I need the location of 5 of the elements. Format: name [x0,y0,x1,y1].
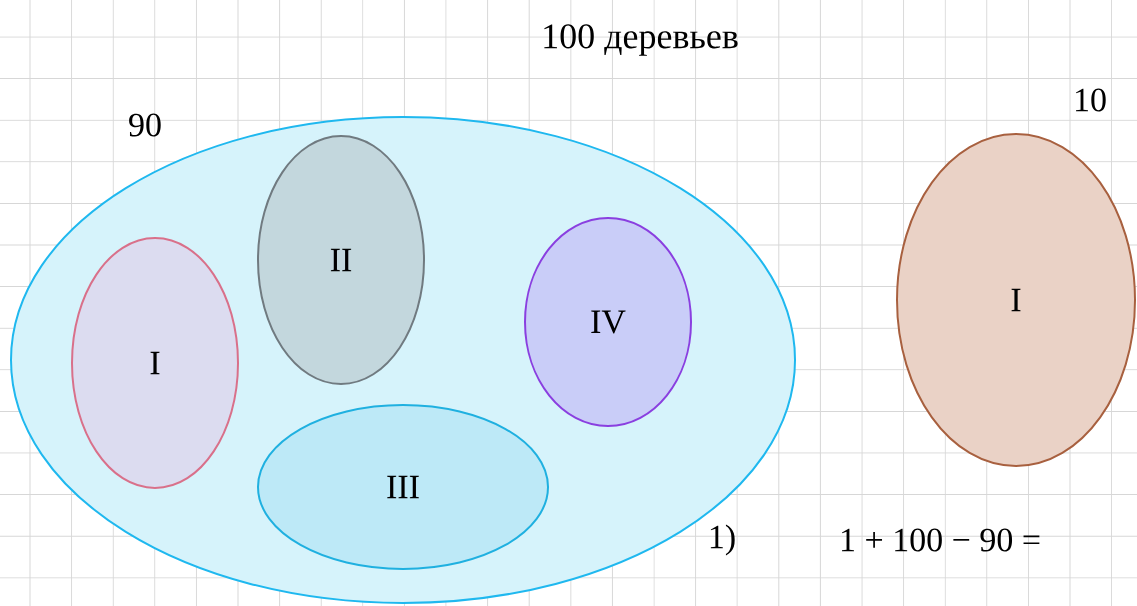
equation-text: 1) [710,524,735,556]
count-label: 90 [129,113,161,137]
equation-text: 1 + 100 − 90 = [842,528,1040,552]
count-label: 10 [1076,88,1106,112]
title: 100 деревьев [544,24,738,56]
